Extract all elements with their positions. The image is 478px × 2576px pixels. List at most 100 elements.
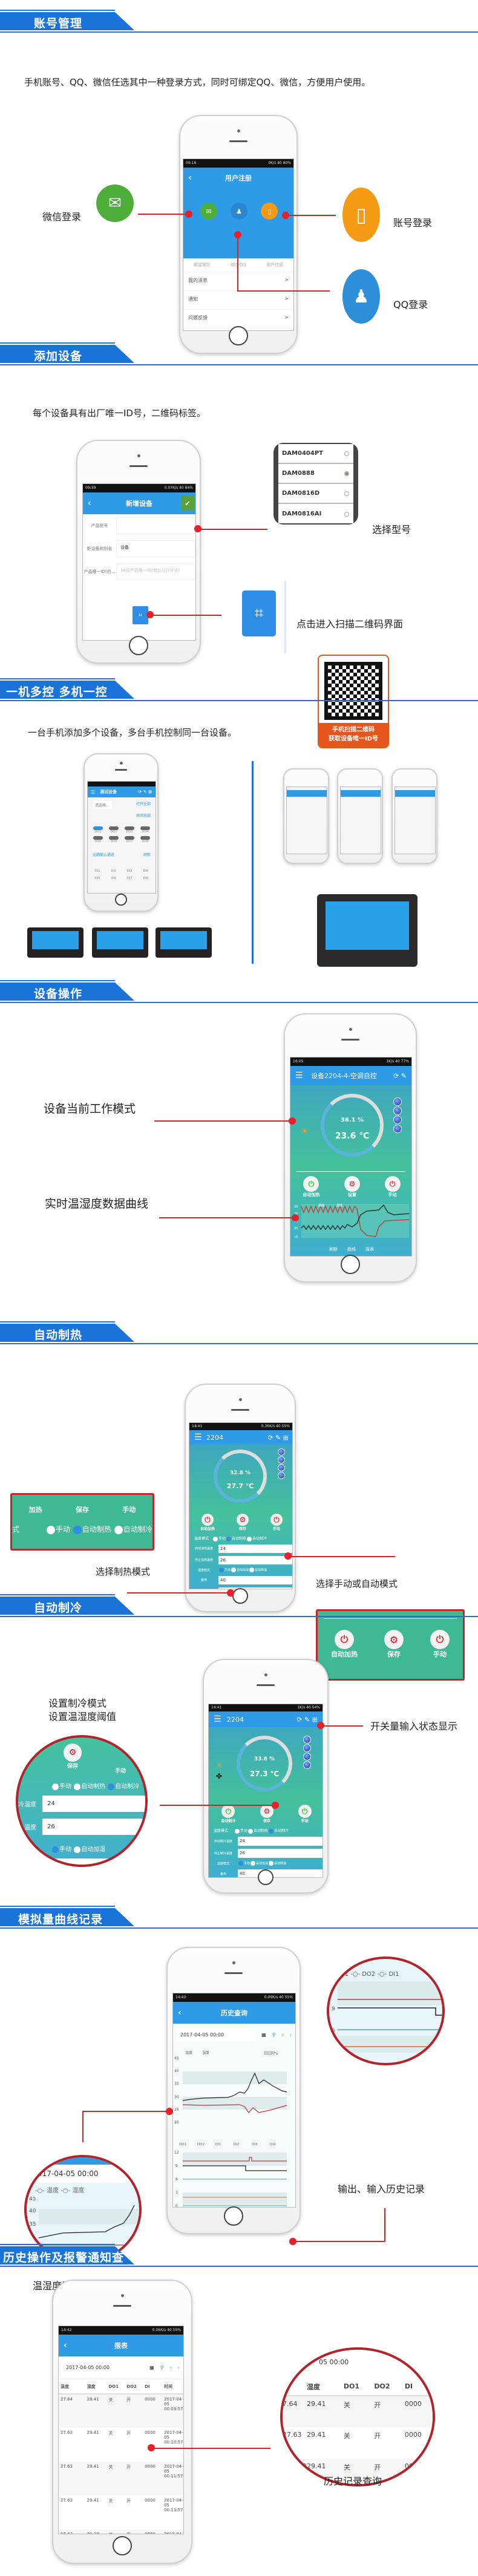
manual-button[interactable]: ⏻手动 bbox=[270, 1514, 283, 1531]
start-cool-temp-input[interactable]: 24 bbox=[238, 1836, 322, 1846]
manual-button[interactable]: ⏻手动 bbox=[298, 1805, 312, 1823]
model-option[interactable]: DAM0888 bbox=[278, 464, 353, 484]
radio-icon bbox=[344, 491, 349, 496]
back-icon[interactable]: ‹ bbox=[188, 173, 192, 183]
refresh-edit-icons[interactable]: ⟳ ✎ bbox=[393, 1071, 407, 1080]
calendar-icon[interactable]: ▦ bbox=[261, 2032, 266, 2038]
qq-icon: ♟ bbox=[342, 269, 380, 324]
phone-multi-control: ☰测试设备⟳ ✎ ⊞ 请选择...打开全部 关闭全部 DO1 DO2 DO3 D… bbox=[83, 753, 159, 912]
spare-input-1[interactable]: 40 bbox=[218, 1575, 292, 1584]
tab-bind-qq[interactable]: 绑定QQ bbox=[231, 263, 246, 267]
curve-action[interactable]: 曲线 bbox=[347, 1247, 356, 1252]
close-all-link[interactable]: 关闭全部 bbox=[136, 814, 151, 818]
spare-input[interactable]: 40 bbox=[238, 1869, 322, 1877]
multi-control-description: 一台手机添加多个设备，多台手机控制同一台设备。 bbox=[28, 727, 237, 738]
menu-my-messages[interactable]: 我的消息> bbox=[183, 272, 293, 291]
refresh-action[interactable]: 刷新 bbox=[329, 1247, 338, 1252]
start-heat-temp-input[interactable]: 24 bbox=[218, 1544, 292, 1553]
screen-title: 设备2204-4-空调自控 bbox=[311, 1072, 377, 1080]
svg-text:9: 9 bbox=[175, 2164, 178, 2168]
prev-icon[interactable]: ‹ bbox=[281, 2032, 284, 2038]
phone-login-icon[interactable]: ▯ bbox=[261, 203, 278, 220]
auto-heat-button[interactable]: ⏻自动加热 bbox=[303, 1176, 319, 1198]
section-header-auto-cooling: 自动制冷 bbox=[0, 1594, 478, 1618]
toolbar-icons[interactable]: ⟳ ✎ ⊞ bbox=[296, 1715, 318, 1724]
back-icon[interactable]: ‹ bbox=[64, 2341, 67, 2350]
svg-text:45: 45 bbox=[29, 2197, 36, 2202]
callout-dot bbox=[289, 2238, 296, 2245]
tab-user-info[interactable]: 用户信息 bbox=[266, 263, 284, 267]
callout-dot bbox=[272, 1802, 279, 1809]
home-button bbox=[115, 894, 127, 906]
search-icon[interactable]: ⚲ bbox=[272, 2032, 276, 2038]
fan-mode-icon: ✤ bbox=[216, 1772, 223, 1780]
phone-small-2 bbox=[337, 768, 383, 864]
manual-auto-zoom-panel: ⏻自动加热 ⚙保存 ⏻手动 bbox=[316, 1609, 465, 1681]
alias-input[interactable]: 设备 bbox=[116, 540, 195, 557]
calendar-icon[interactable]: ▦ bbox=[149, 2365, 154, 2370]
callout-line bbox=[237, 235, 238, 290]
date-input[interactable]: 2017-04-05 00:00 bbox=[177, 2028, 256, 2041]
refresh-link[interactable]: 刷新 bbox=[143, 853, 151, 857]
search-icon[interactable]: ⚲ bbox=[160, 2365, 164, 2370]
toolbar-icons[interactable]: ⟳ ✎ ⊞ bbox=[267, 1433, 289, 1442]
model-option[interactable]: DAM0404PT bbox=[278, 444, 353, 464]
callout-line bbox=[322, 1725, 363, 1727]
report-action[interactable]: 报表 bbox=[365, 1247, 374, 1252]
section-header-add-device: 添加设备 bbox=[0, 342, 478, 367]
callout-dot bbox=[292, 1214, 299, 1221]
tab-bind-wechat[interactable]: 绑定微信 bbox=[193, 263, 211, 267]
model-option[interactable]: DAM0816D bbox=[278, 484, 353, 504]
back-icon[interactable]: ‹ bbox=[178, 2008, 182, 2018]
manual-button[interactable]: ⏻手动 bbox=[384, 1176, 401, 1198]
wechat-login-icon[interactable]: ✉ bbox=[200, 203, 217, 220]
callout-line bbox=[237, 290, 330, 292]
prev-icon[interactable]: ‹ bbox=[169, 2365, 172, 2370]
menu-notify[interactable]: 通知> bbox=[183, 291, 293, 310]
home-button bbox=[229, 326, 248, 345]
humidity-value: 33.6 % bbox=[254, 1756, 275, 1762]
open-all-link[interactable]: 打开全部 bbox=[136, 802, 151, 806]
bottom-actions: 刷新 曲线 报表 bbox=[290, 1246, 411, 1252]
next-icon[interactable]: › bbox=[177, 2365, 180, 2370]
home-button bbox=[129, 636, 148, 655]
auto-cool-button[interactable]: ⏻自动制冷 bbox=[221, 1805, 235, 1823]
io-history-label: 输出、输入历史记录 bbox=[338, 2183, 425, 2195]
model-option[interactable]: DAM0816AI bbox=[278, 504, 353, 524]
device-select[interactable]: 请选择... bbox=[93, 801, 112, 809]
menu-icon[interactable]: ☰ bbox=[295, 1071, 303, 1080]
stop-cool-temp-input[interactable]: 26 bbox=[238, 1848, 322, 1858]
date-input[interactable]: 2017-04-05 00:00 bbox=[66, 2365, 110, 2370]
stop-heat-temp-input[interactable]: 26 bbox=[218, 1555, 292, 1564]
confirm-check-icon[interactable]: ✔ bbox=[181, 496, 194, 511]
svg-text:湿度: 湿度 bbox=[336, 1203, 342, 1208]
menu-icon[interactable]: ☰ bbox=[194, 1433, 202, 1442]
back-icon[interactable]: ‹ bbox=[88, 499, 91, 508]
spare-input-2[interactable]: 35 bbox=[218, 1587, 292, 1589]
next-icon[interactable]: › bbox=[289, 2032, 292, 2038]
auto-heat-button[interactable]: ⏻自动加热 bbox=[200, 1514, 215, 1531]
section-header-device-operation: 设备操作 bbox=[0, 980, 478, 1004]
save-button[interactable]: ⚙保存 bbox=[260, 1805, 273, 1823]
heating-mode-zoom-panel: 加热保存手动 式手动 自动制热 自动制冷 bbox=[10, 1493, 154, 1551]
device-id-input[interactable]: 16位产品唯一ID(默认以JY开头) bbox=[116, 563, 195, 580]
scan-qr-button[interactable]: ⌗ bbox=[133, 606, 148, 624]
qq-login-icon[interactable]: ♟ bbox=[231, 203, 247, 220]
svg-text:DO1: DO1 bbox=[179, 2143, 186, 2146]
section-title: 自动制热 bbox=[34, 1329, 83, 1342]
set-cooling-label: 设置制冷模式设置温湿度阈值 bbox=[48, 1698, 117, 1722]
save-button[interactable]: ⚙保存 bbox=[236, 1514, 249, 1531]
di-status-indicators bbox=[278, 1448, 285, 1480]
humidity-value: 32.8 % bbox=[229, 1470, 251, 1476]
menu-icon[interactable]: ☰ bbox=[91, 789, 96, 795]
settings-button[interactable]: ⚙设置 bbox=[344, 1176, 360, 1198]
select-model-label: 选择型号 bbox=[372, 524, 411, 535]
menu-icon[interactable]: ☰ bbox=[214, 1715, 221, 1724]
model-select[interactable] bbox=[116, 517, 195, 534]
